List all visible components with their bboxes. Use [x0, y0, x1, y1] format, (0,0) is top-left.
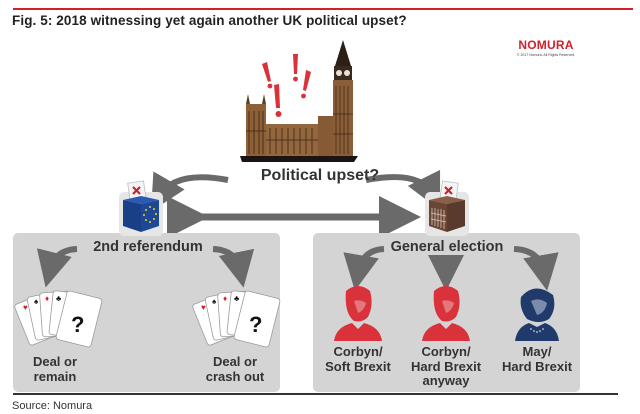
outcome-corbyn-soft-brexit: Corbyn/ Soft Brexit — [313, 344, 403, 374]
outcome-line: Hard Brexit — [410, 358, 482, 374]
playing-cards-question-icon: ♥ ♠ ♦ ♣ ? — [192, 290, 281, 348]
corbyn-portrait-icon — [422, 286, 470, 341]
arrow-to-referendum — [150, 171, 229, 212]
outcome-line: Deal or — [212, 354, 258, 369]
top-rule — [13, 8, 633, 10]
outcome-line: Deal or — [32, 354, 78, 369]
outcome-corbyn-hard-brexit-anyway: Corbyn/ Hard Brexit anyway — [401, 344, 491, 389]
outcome-line: Soft Brexit — [325, 358, 391, 374]
outcome-line: Hard Brexit — [501, 358, 573, 374]
outcome-line: remain — [33, 368, 77, 384]
logo-copyright: © 2017 Nomura. All Rights Reserved. — [516, 53, 576, 57]
outcome-line: Corbyn/ — [333, 344, 383, 359]
svg-text:♦: ♦ — [223, 294, 227, 303]
svg-text:♥: ♥ — [23, 303, 28, 312]
arrow-to-election — [365, 169, 441, 211]
bottom-rule — [13, 393, 618, 395]
outcome-line: crash out — [205, 368, 265, 384]
source-note: Source: Nomura — [12, 400, 93, 412]
political-upset-label: Political upset? — [260, 167, 380, 184]
outcome-line: Corbyn/ — [421, 344, 471, 359]
svg-text:♦: ♦ — [45, 294, 49, 303]
logo-wordmark: NOMURA — [518, 38, 574, 52]
playing-cards-question-icon: ♥ ♠ ♦ ♣ ? — [14, 290, 103, 348]
svg-text:?: ? — [249, 312, 262, 337]
uk-ballot-box-icon — [425, 180, 469, 236]
svg-text:♠: ♠ — [34, 297, 39, 306]
corbyn-portrait-icon — [334, 286, 382, 341]
outcome-line: May/ — [522, 344, 552, 359]
figure-title: Fig. 5: 2018 witnessing yet again anothe… — [12, 13, 407, 28]
may-portrait-icon — [515, 288, 559, 341]
svg-text:?: ? — [71, 312, 84, 337]
nomura-logo: NOMURA © 2017 Nomura. All Rights Reserve… — [511, 38, 581, 57]
outcome-may-hard-brexit: May/ Hard Brexit — [492, 344, 582, 374]
svg-text:♣: ♣ — [234, 294, 240, 303]
referendum-title: 2nd referendum — [93, 239, 203, 255]
svg-text:♣: ♣ — [56, 294, 62, 303]
exclamation-marks-icon — [262, 54, 311, 117]
election-title: General election — [390, 239, 504, 255]
outcome-deal-or-crash-out: Deal or crash out — [190, 354, 280, 384]
outcome-deal-or-remain: Deal or remain — [10, 354, 100, 384]
svg-text:♠: ♠ — [212, 297, 217, 306]
eu-ballot-box-icon — [119, 180, 163, 236]
houses-of-parliament-icon — [240, 40, 358, 162]
outcome-line: anyway — [422, 373, 470, 388]
svg-text:♥: ♥ — [201, 303, 206, 312]
